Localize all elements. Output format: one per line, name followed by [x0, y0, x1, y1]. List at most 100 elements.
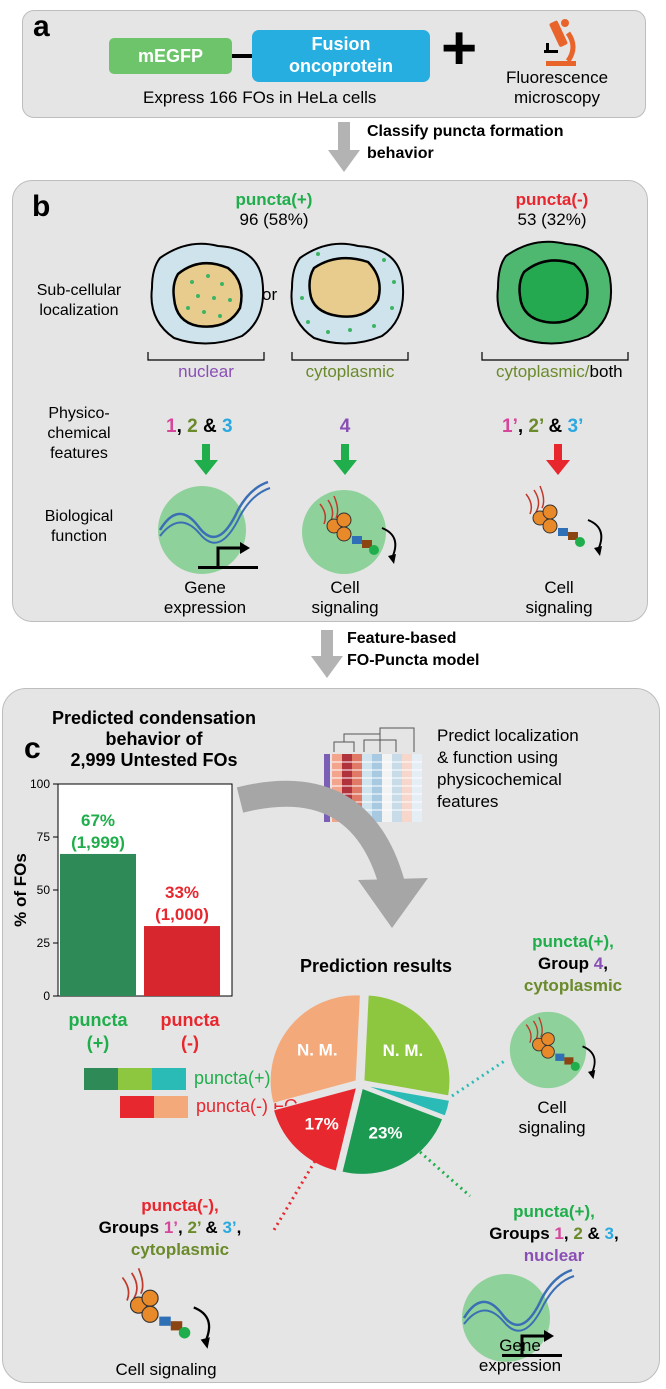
cell-signaling-icon-neg — [525, 485, 603, 556]
arrow-a-to-b — [328, 122, 360, 172]
grouppos-g2: 2 — [573, 1224, 583, 1243]
pie-slice — [364, 1084, 451, 1117]
features-pos: 1, 2 & 3 — [166, 416, 233, 438]
pie-slice-label: N. M. — [383, 1041, 424, 1060]
groupneg-g1: 1’ — [163, 1218, 178, 1237]
groupneg-word: Groups — [98, 1218, 164, 1237]
cell-signaling-c1-2: signaling — [518, 1118, 586, 1137]
cyto-both-part1: cytoplasmic/ — [496, 362, 590, 381]
linker-line — [232, 54, 252, 58]
groupneg-line1: puncta(-), — [141, 1196, 219, 1215]
bar — [144, 926, 220, 996]
y-tick-label: 25 — [37, 936, 51, 950]
feature-1p: 1’ — [502, 416, 518, 437]
bar-cat-neg-2: (-) — [181, 1033, 199, 1053]
group4-comma: , — [603, 954, 608, 973]
pos-title: puncta(+) — [235, 190, 313, 209]
panel-a-label: a — [33, 10, 50, 43]
panel-b-label: b — [32, 190, 51, 223]
gene-expression-c-2: expression — [478, 1356, 562, 1375]
bracket-nuclear — [147, 352, 265, 361]
cell-cytoplasmic — [290, 242, 405, 345]
row-physico-2: chemical — [47, 425, 111, 442]
row-physico-1: Physico- — [48, 405, 110, 422]
pie-slice-label: N. M. — [297, 1041, 338, 1060]
group4-word: Group — [538, 954, 594, 973]
bar-value-label: (1,999) — [71, 833, 125, 852]
pred-title-2: behavior of — [105, 729, 203, 749]
cell-signaling-c1-1: Cell — [537, 1098, 567, 1117]
megfp-label: mEGFP — [137, 46, 203, 66]
cell-signaling-neg-2: signaling — [525, 598, 593, 617]
red-arrow — [546, 444, 570, 475]
cell-nuclear — [150, 242, 265, 345]
bracket-neg — [481, 352, 629, 361]
microscopy-text-1: Fluorescence — [505, 68, 609, 87]
cell-negative — [496, 240, 612, 345]
cell-signaling-icon-c1 — [509, 1011, 596, 1089]
bar-cat-pos-1: puncta — [68, 1010, 128, 1030]
features-neg: 1’, 2’ & 3’ — [502, 416, 583, 438]
row-subcellular-1: Sub-cellular — [36, 282, 122, 299]
plus-sign: + — [441, 14, 478, 83]
grouppos-word: Groups — [489, 1224, 555, 1243]
gene-expression-icon-c — [462, 1268, 575, 1362]
pie-slice-label: 23% — [369, 1124, 403, 1143]
or-text: or — [262, 285, 278, 304]
feature-4: 4 — [339, 416, 351, 437]
panel-c-label: c — [24, 732, 41, 765]
microscope-icon — [544, 19, 576, 66]
cytoplasmic-label: cytoplasmic — [305, 362, 395, 381]
pie-slice — [269, 994, 361, 1104]
feature-comma-1: , — [176, 416, 182, 437]
pos-count: 96 (58%) — [239, 210, 309, 229]
groupneg-line3: cytoplasmic — [130, 1240, 230, 1259]
bar-cat-neg-1: puncta — [160, 1010, 220, 1030]
gene-expression-1: Gene — [184, 578, 226, 597]
gene-expression-c-1: Gene — [499, 1336, 541, 1355]
bar-cat-pos-2: (+) — [86, 1033, 110, 1053]
arrow-b-to-c — [311, 630, 343, 678]
bracket-cyto — [291, 352, 409, 361]
pie-slice — [363, 994, 451, 1097]
feature-3p: 3’ — [567, 416, 584, 437]
bar-value-label: (1,000) — [155, 905, 209, 924]
groupneg-c2: , — [236, 1218, 242, 1237]
arrow2-text-1: Feature-based — [347, 630, 457, 647]
cell-signaling-pos-1: Cell — [330, 578, 360, 597]
grouppos-amp: & — [582, 1224, 605, 1243]
arrow1-text-2: behavior — [367, 145, 434, 162]
microscopy-text-2: microscopy — [514, 88, 600, 107]
neg-title: puncta(-) — [515, 190, 589, 209]
pred-title-1: Predicted condensation — [51, 708, 257, 728]
green-arrow-1 — [194, 444, 218, 475]
grouppos-c1: , — [563, 1224, 574, 1243]
feature-2p: 2’ — [528, 416, 544, 437]
pie-title: Prediction results — [300, 956, 453, 976]
row-bio-1: Biological — [44, 508, 114, 525]
nuclear-label: nuclear — [178, 362, 234, 381]
grouppos-c2: , — [614, 1224, 619, 1243]
legend-pos-swatch — [84, 1068, 186, 1090]
express-text: Express 166 FOs in HeLa cells — [143, 88, 377, 107]
cyto-both-part2: both — [589, 362, 623, 381]
cell-signaling-neg-1: Cell — [544, 578, 574, 597]
grouppos-line2: Groups 1, 2 & 3, — [460, 1224, 648, 1244]
curved-arrow — [236, 780, 428, 928]
megfp-box — [109, 38, 232, 74]
feature-2: 2 — [187, 416, 198, 437]
grouppos-g3: 3 — [604, 1224, 615, 1243]
fusion-label-1: Fusion — [311, 34, 371, 54]
fusion-box — [252, 30, 430, 82]
neg-count: 53 (32%) — [517, 210, 587, 229]
group4-line3: cytoplasmic — [523, 976, 623, 995]
y-axis-label: % of FOs — [11, 853, 30, 927]
row-physico-3: features — [50, 445, 108, 462]
gene-expression-icon — [158, 480, 271, 574]
pie-chart: N. M.23%17%N. M. — [269, 994, 451, 1175]
groupneg-c1: , — [178, 1218, 188, 1237]
feature-3: 3 — [222, 416, 233, 437]
groupneg-g3: 3’ — [222, 1218, 237, 1237]
